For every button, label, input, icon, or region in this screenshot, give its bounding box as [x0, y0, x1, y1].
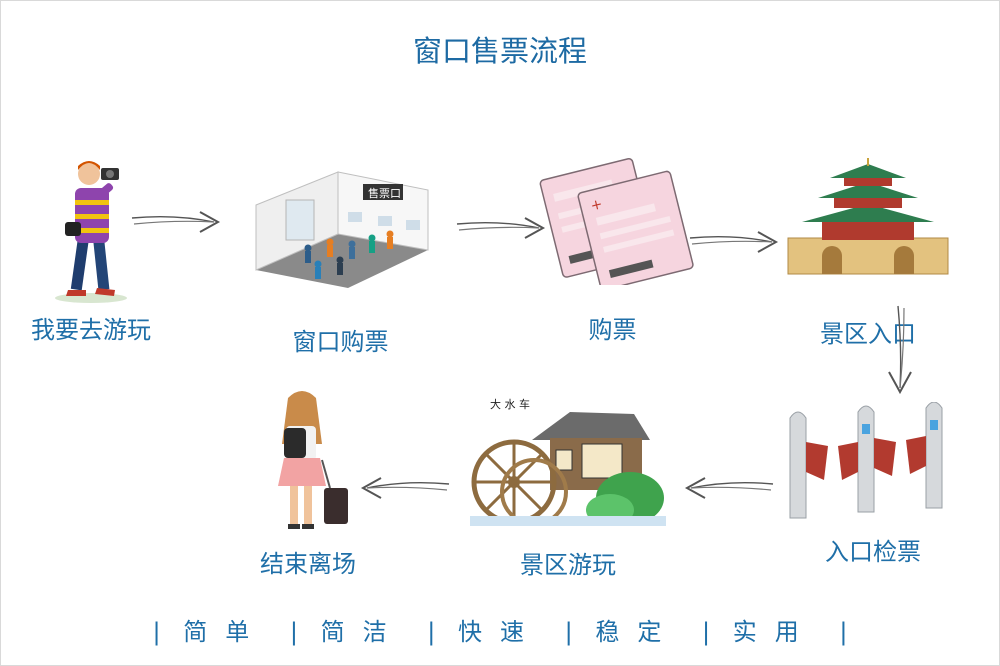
step-label: 窗口购票	[292, 328, 389, 356]
step-label: 我要去游玩	[31, 316, 151, 344]
footer-item: 简单	[183, 618, 268, 646]
footer-separator: |	[427, 618, 436, 646]
step-window-purchase: 售票口 窗口购票	[248, 160, 433, 360]
arrow-right-3	[689, 231, 779, 253]
footer-separator: |	[839, 618, 848, 646]
diagram-title: 窗口售票流程	[412, 34, 587, 68]
footer-separator: |	[702, 618, 711, 646]
footer-item: 快速	[458, 618, 542, 646]
svg-text:大 水 车: 大 水 车	[490, 397, 530, 411]
footer-separator: |	[564, 618, 573, 646]
traveler-leaving-icon	[278, 391, 348, 529]
svg-text:售票口: 售票口	[368, 186, 401, 200]
waterwheel-scenery-icon: 大 水 车	[470, 397, 666, 526]
footer-features: | 简单 | 简洁 | 快速 | 稳定 | 实用 |	[0, 612, 1000, 647]
footer-item: 稳定	[595, 618, 680, 646]
step-label: 入口检票	[825, 538, 921, 566]
step-scenic-play: 大 水 车 景区游玩	[468, 392, 668, 592]
arrow-left-2	[360, 477, 450, 499]
footer-separator: |	[289, 618, 298, 646]
step-ticket-check: 入口检票	[778, 402, 968, 602]
arrow-right-2	[456, 217, 546, 239]
step-label: 景区游玩	[520, 551, 616, 579]
step-label: 结束离场	[260, 550, 356, 578]
svg-text:+: +	[589, 196, 604, 214]
turnstile-icon	[789, 402, 943, 519]
step-purchase: + 购票	[520, 150, 705, 350]
arrow-left-1	[684, 477, 774, 499]
tickets-icon: +	[539, 157, 694, 285]
footer-item: 实用	[732, 618, 817, 646]
step-label: 景区入口	[820, 320, 916, 348]
tourist-icon	[55, 161, 127, 303]
step-leave: 结束离场	[218, 388, 398, 588]
arrow-right-1	[131, 211, 221, 233]
step-tourist: 我要去游玩	[1, 150, 181, 350]
step-scenic-entrance: 景区入口	[778, 158, 958, 358]
tower-gate-icon	[787, 158, 949, 275]
step-label: 购票	[588, 316, 637, 344]
ticket-office-icon: 售票口	[255, 171, 429, 288]
arrow-down	[888, 305, 912, 395]
footer-separator: |	[152, 618, 161, 646]
footer-item: 简洁	[320, 618, 405, 646]
